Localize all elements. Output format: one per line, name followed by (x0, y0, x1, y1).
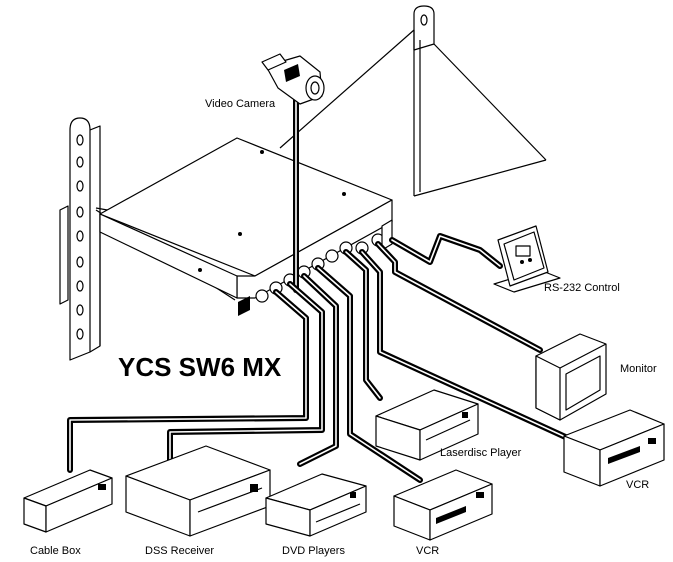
cables (67, 97, 575, 483)
video-camera-icon (261, 53, 325, 105)
video-camera-label: Video Camera (205, 98, 276, 110)
laserdisc-player-icon (375, 389, 479, 461)
monitor-label: Monitor (620, 363, 657, 375)
left-rack-rail (59, 117, 101, 361)
dvd-players-icon (265, 473, 367, 537)
cable-box-label: Cable Box (30, 545, 81, 557)
laserdisc-player-label: Laserdisc Player (440, 447, 522, 459)
dvd-players-label: DVD Players (282, 545, 345, 557)
switcher-unit (99, 137, 393, 316)
monitor-icon (535, 333, 607, 421)
vcr-bottom-icon (393, 469, 493, 541)
rs232-control-icon (493, 225, 561, 293)
product-title: YCS SW6 MX (118, 352, 282, 382)
vcr-right-icon (563, 409, 665, 487)
rs232-control-label: RS-232 Control (544, 282, 620, 294)
cable-box-icon (23, 469, 113, 533)
dss-receiver-icon (125, 445, 271, 537)
vcr-bottom-label: VCR (416, 545, 439, 557)
dss-receiver-label: DSS Receiver (145, 545, 214, 557)
vcr-right-label: VCR (626, 479, 649, 491)
